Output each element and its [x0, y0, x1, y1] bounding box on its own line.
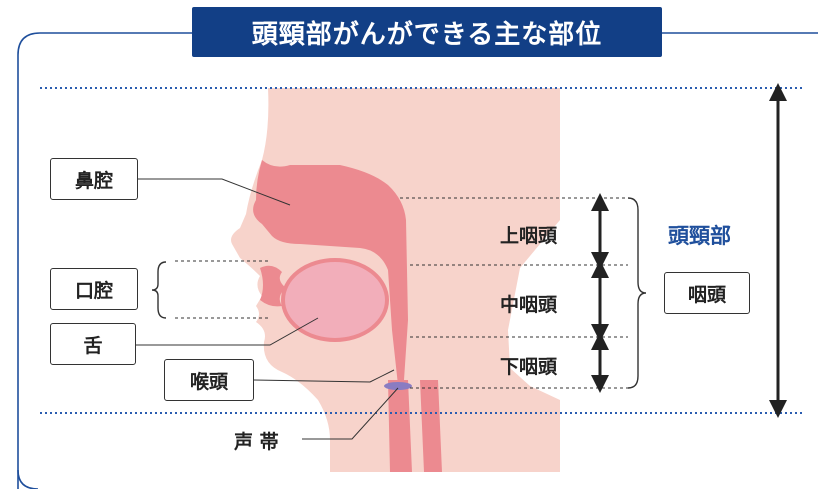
lower-pharynx-label: 下咽頭	[500, 356, 558, 378]
tongue-label: 舌	[50, 323, 136, 365]
vocal-cord-shape	[384, 382, 412, 390]
nasal-cavity-label: 鼻腔	[50, 158, 138, 200]
tongue-leader	[136, 317, 319, 346]
larynx-label: 喉頭	[164, 359, 254, 401]
lip-shape	[260, 265, 286, 307]
vocal-cords-label: 声 帯	[234, 431, 279, 453]
pharynx-brace	[627, 197, 647, 389]
frame	[17, 32, 192, 489]
tongue-shape	[281, 258, 389, 342]
trachea	[388, 380, 412, 472]
pharynx-label: 咽頭	[664, 272, 750, 314]
nasal-cavity-shape	[253, 160, 408, 385]
middle-pharynx-label: 中咽頭	[500, 294, 558, 316]
vocal-leader	[302, 387, 399, 440]
frame-bottom-curve	[17, 469, 39, 490]
head-neck-label: 頭頸部	[668, 224, 731, 248]
oral-brace	[151, 261, 167, 319]
upper-pharynx-label: 上咽頭	[500, 225, 558, 247]
page-title: 頭頸部がんができる主な部位	[192, 7, 662, 57]
oral-cavity-label: 口腔	[50, 268, 138, 310]
esophagus	[420, 380, 442, 472]
nasal-leader	[138, 178, 291, 206]
larynx-leader	[253, 369, 395, 383]
